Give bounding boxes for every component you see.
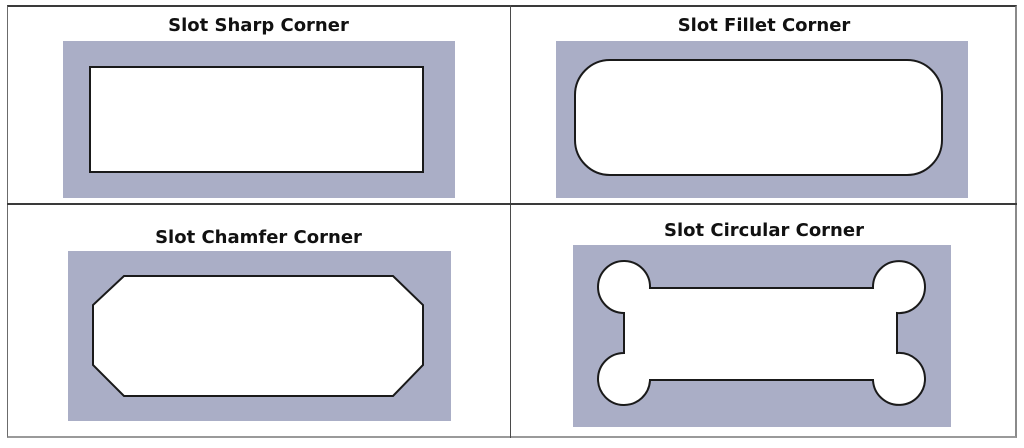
cell-title-sharp: Slot Sharp Corner bbox=[168, 15, 349, 36]
table-divider-horizontal bbox=[7, 203, 1017, 205]
cell-title-chamfer: Slot Chamfer Corner bbox=[155, 227, 362, 248]
slot-circular-diagram bbox=[573, 245, 951, 427]
cell-title-fillet: Slot Fillet Corner bbox=[677, 15, 851, 36]
cell-title-circular: Slot Circular Corner bbox=[664, 220, 864, 241]
comparison-table bbox=[7, 5, 1017, 438]
table-divider-vertical bbox=[510, 5, 511, 438]
slot-chamfer-diagram bbox=[68, 251, 451, 421]
slot-fillet-diagram bbox=[556, 41, 968, 198]
slot-sharp-diagram bbox=[63, 41, 455, 198]
